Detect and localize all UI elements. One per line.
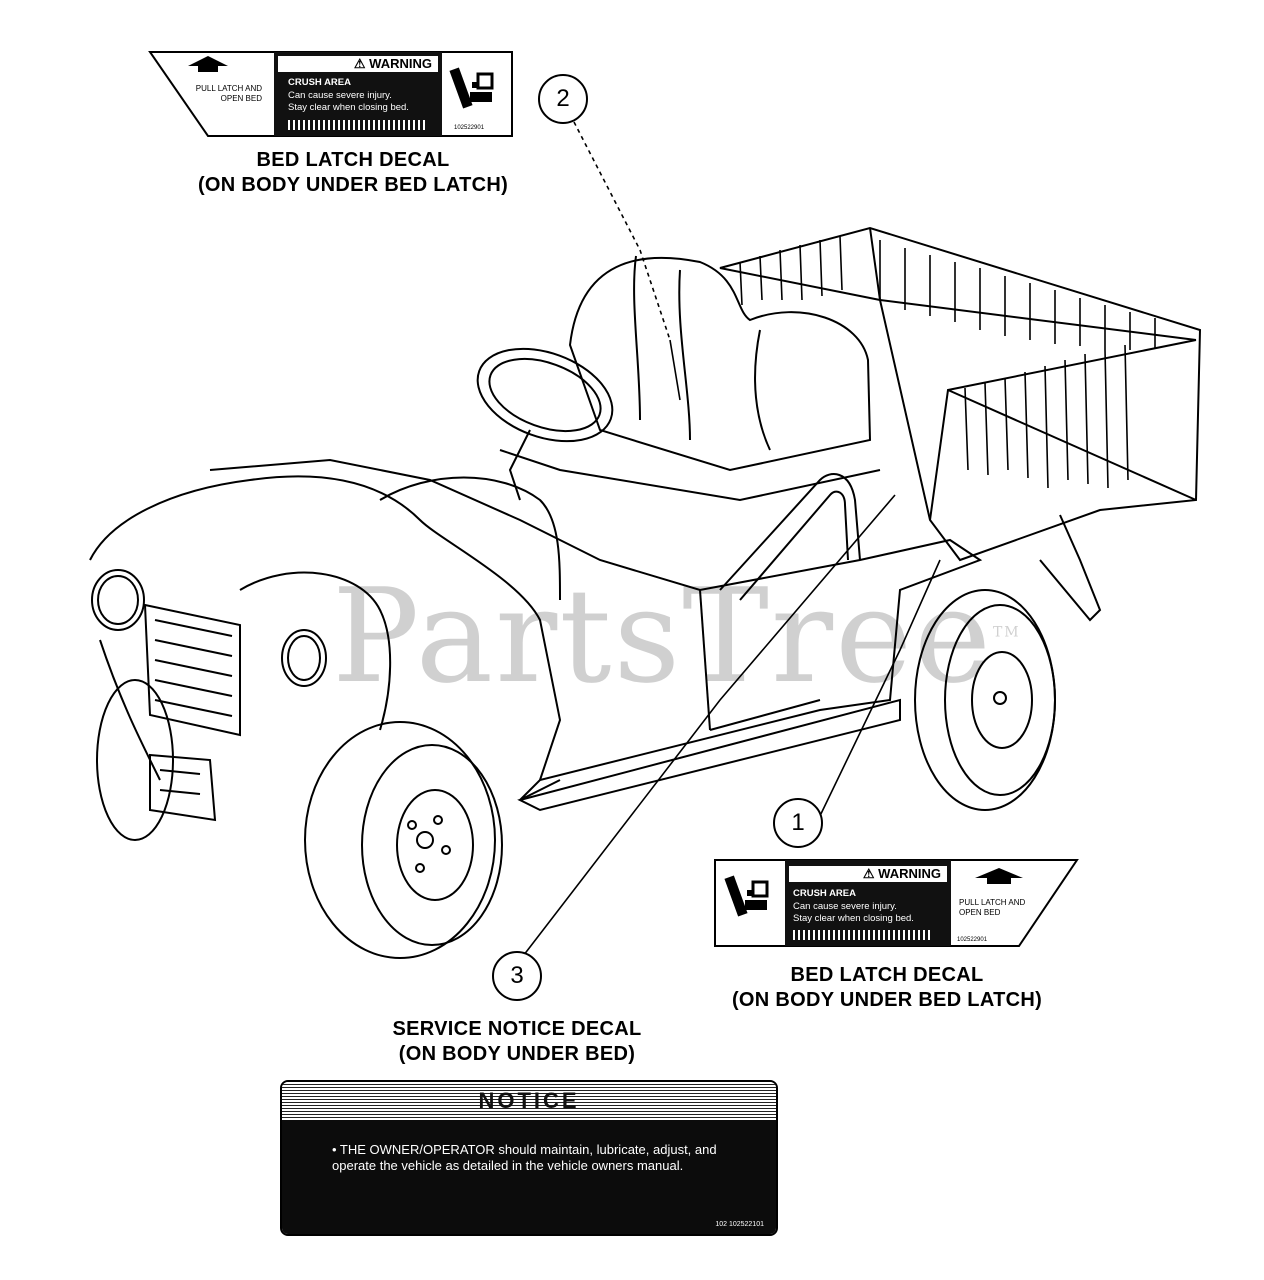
caption-top: BED LATCH DECAL (ON BODY UNDER BED LATCH… [197, 149, 509, 196]
warning-line-1: CRUSH AREA [288, 77, 351, 88]
warning-line-3: Stay clear when closing bed. [793, 913, 914, 924]
watermark: PartsTreeTM [332, 560, 1021, 712]
vehicle-body [89, 449, 983, 812]
steering-wheel [476, 347, 614, 501]
arrow-up-icon [188, 56, 228, 72]
seat [568, 255, 872, 472]
notice-body-panel: • THE OWNER/OPERATOR should maintain, lu… [282, 1120, 776, 1234]
callout-1: 1 [773, 798, 823, 848]
part-number: 102522901 [957, 937, 988, 943]
callout-3: 3 [492, 951, 542, 1001]
cargo-bed [719, 226, 1202, 622]
notice-header-band [282, 1082, 776, 1120]
bed-latch-decal-top: PULL LATCH AND OPEN BED ⚠ WARNING CRUSH … [148, 50, 514, 138]
caption-right: BED LATCH DECAL (ON BODY UNDER BED LATCH… [731, 964, 1043, 1011]
part-number: 102 102522101 [715, 1221, 764, 1228]
part-number: 102522901 [454, 125, 485, 131]
crush-hazard-icon [724, 875, 769, 917]
notice-title: NOTICE [478, 1088, 580, 1113]
arrow-up-icon [975, 868, 1023, 884]
notice-text: • THE OWNER/OPERATOR should maintain, lu… [332, 1142, 717, 1173]
caption-service-notice: SERVICE NOTICE DECAL (ON BODY UNDER BED) [392, 1018, 642, 1065]
bed-slats [739, 235, 1156, 489]
barcode-strip [793, 930, 931, 940]
warning-line-3: Stay clear when closing bed. [288, 102, 409, 113]
warning-panel: ⚠ WARNING CRUSH AREA Can cause severe in… [274, 52, 442, 136]
rear-wheel [914, 589, 1056, 811]
pull-latch-text: PULL LATCH AND OPEN BED [959, 898, 1026, 917]
warning-line-2: Can cause severe injury. [793, 901, 897, 912]
callout-2: 2 [538, 74, 588, 124]
warning-triangle-icon: ⚠ [353, 56, 366, 71]
warning-header: ⚠ WARNING [789, 866, 947, 882]
warning-line-1: CRUSH AREA [793, 888, 856, 899]
warning-triangle-icon: ⚠ [862, 866, 875, 881]
leader-lines [519, 121, 941, 961]
front-right-wheel [304, 721, 503, 959]
warning-panel: ⚠ WARNING CRUSH AREA Can cause severe in… [785, 860, 951, 946]
warning-header: ⚠ WARNING [278, 56, 438, 72]
grab-bar [719, 473, 861, 601]
warning-line-2: Can cause severe injury. [288, 90, 392, 101]
service-notice-decal: NOTICE • THE OWNER/OPERATOR should maint… [280, 1080, 778, 1236]
bed-latch-decal-bottom: ⚠ WARNING CRUSH AREA Can cause severe in… [713, 858, 1079, 948]
pull-latch-text: PULL LATCH AND OPEN BED [195, 84, 262, 103]
front-left-wheel [96, 679, 174, 841]
barcode-strip [288, 120, 426, 130]
front-fascia [91, 569, 327, 822]
crush-hazard-icon [449, 67, 494, 109]
